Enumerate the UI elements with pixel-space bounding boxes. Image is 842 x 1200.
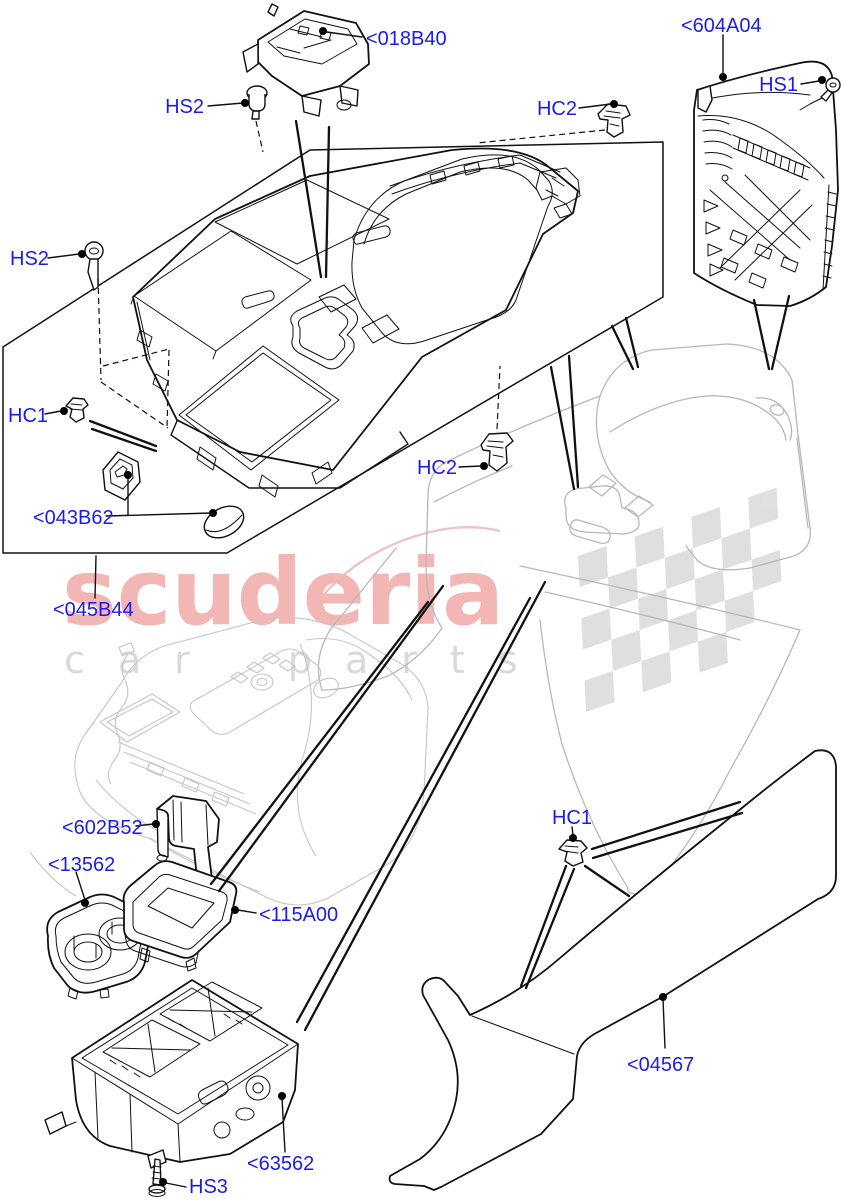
watermark-subtext: car parts	[64, 638, 551, 682]
clip-hc2-mid-icon	[480, 432, 514, 472]
leader-lines	[44, 27, 826, 1188]
checkered-flag-watermark	[578, 487, 782, 712]
part-115a00-tray-art	[122, 860, 238, 972]
part-604a04-panel-art	[693, 60, 839, 307]
fastener-hs1-screw-icon	[799, 77, 841, 111]
callout-043B62[interactable]: <043B62	[33, 507, 114, 529]
callout-HC2-top[interactable]: HC2	[537, 98, 577, 120]
group-enclosure-box	[2, 141, 664, 554]
callout-HC1-left[interactable]: HC1	[8, 405, 48, 427]
callout-604A04[interactable]: <604A04	[681, 15, 762, 37]
part-018b40-bracket-art	[242, 3, 370, 117]
fastener-hs3-screw-icon	[148, 1158, 166, 1197]
callout-labels: <018B40 HS2 <604A04 HS1 HC2 HS2 HC1 <043…	[8, 15, 798, 1198]
part-console-finisher-panel-art	[130, 147, 581, 498]
part-04567-side-panel-art	[388, 749, 837, 1191]
part-63562-compartment-art	[44, 979, 299, 1169]
watermark-brand-text: scuderia	[62, 539, 504, 646]
callout-HS2-left[interactable]: HS2	[10, 248, 49, 270]
callout-018B40[interactable]: <018B40	[366, 28, 447, 50]
callout-045B44[interactable]: <045B44	[53, 599, 134, 621]
watermark: scuderia car parts	[62, 487, 782, 712]
callout-13562[interactable]: <13562	[48, 854, 115, 876]
callout-HC2-mid[interactable]: HC2	[417, 457, 457, 479]
callout-HC1-bottom[interactable]: HC1	[552, 807, 592, 829]
watermark-swoosh	[315, 526, 501, 605]
callout-HS3[interactable]: HS3	[189, 1176, 228, 1198]
part-043b62-escutcheons-art	[102, 451, 245, 539]
callout-63562[interactable]: <63562	[247, 1153, 314, 1175]
clip-hc1-left-icon	[65, 397, 89, 423]
callout-602B52[interactable]: <602B52	[62, 817, 143, 839]
fastener-hs2-top-screw-icon	[246, 85, 268, 120]
fastener-hs2-left-screw-icon	[84, 241, 104, 291]
callout-HS1[interactable]: HS1	[759, 74, 798, 96]
clip-hc1-bottom-icon	[558, 839, 588, 867]
clip-hc2-top-icon	[597, 103, 631, 138]
callout-04567[interactable]: <04567	[627, 1054, 694, 1076]
callout-115A00[interactable]: <115A00	[259, 904, 338, 926]
leader-dots	[60, 27, 826, 1186]
callout-HS2-top[interactable]: HS2	[165, 96, 204, 118]
